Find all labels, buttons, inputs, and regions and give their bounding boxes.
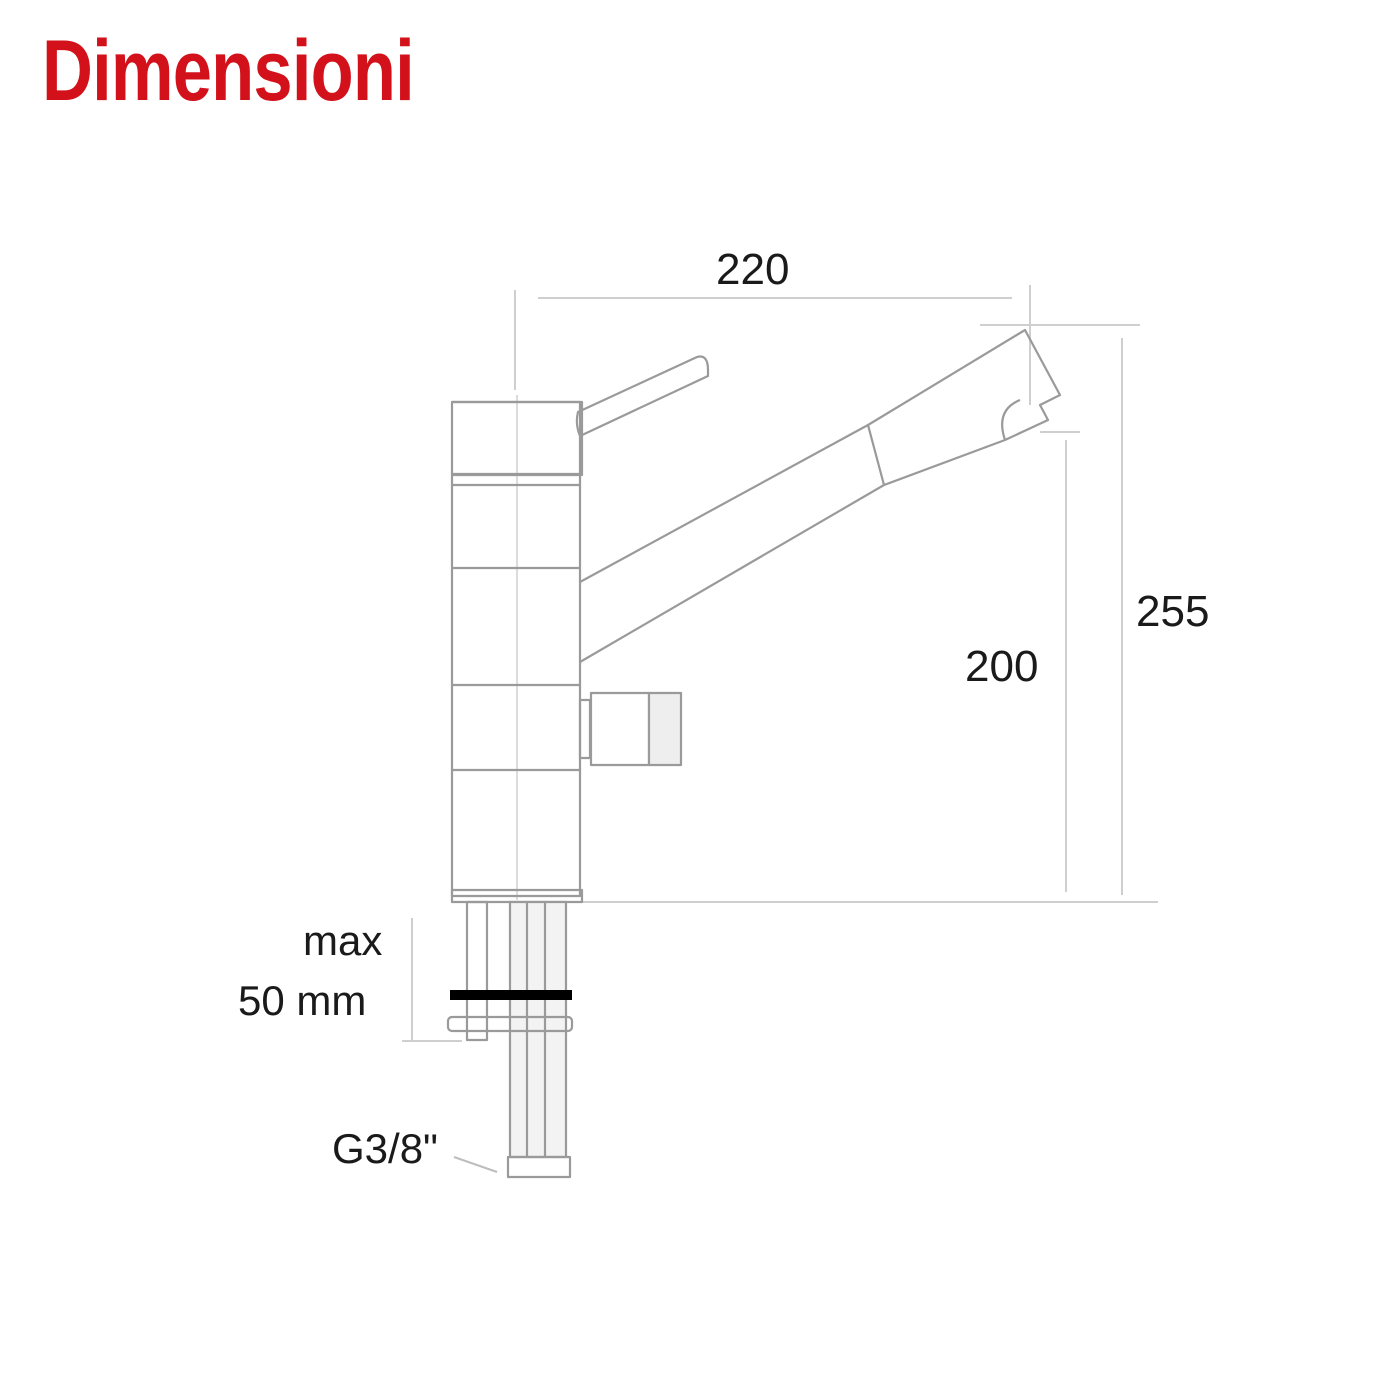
total-height-dimension-label: 255 [1136, 587, 1210, 636]
mounting-plate [446, 1015, 574, 1033]
max-thickness-label-line2: 50 mm [238, 977, 367, 1024]
side-valve-knob [589, 691, 651, 767]
hose-nut [506, 1155, 572, 1179]
connection-thread-label: G3/8" [332, 1125, 438, 1172]
page-title: Dimensioni [42, 23, 415, 119]
dimension-lines [402, 285, 1158, 1173]
knurled-grip [647, 691, 683, 767]
gasket-ring [450, 990, 572, 1000]
max-thickness-label-line1: max [303, 917, 383, 964]
spout-height-dimension-label: 200 [965, 642, 1039, 691]
width-dimension-label: 220 [716, 245, 790, 294]
mounting-stud [465, 900, 489, 1042]
flex-hoses [508, 900, 568, 1159]
body [450, 400, 582, 898]
faucet-outline [446, 328, 1062, 1179]
lever-handle [575, 355, 710, 438]
aerator-head [867, 328, 1062, 442]
swivel-spout [579, 423, 886, 663]
